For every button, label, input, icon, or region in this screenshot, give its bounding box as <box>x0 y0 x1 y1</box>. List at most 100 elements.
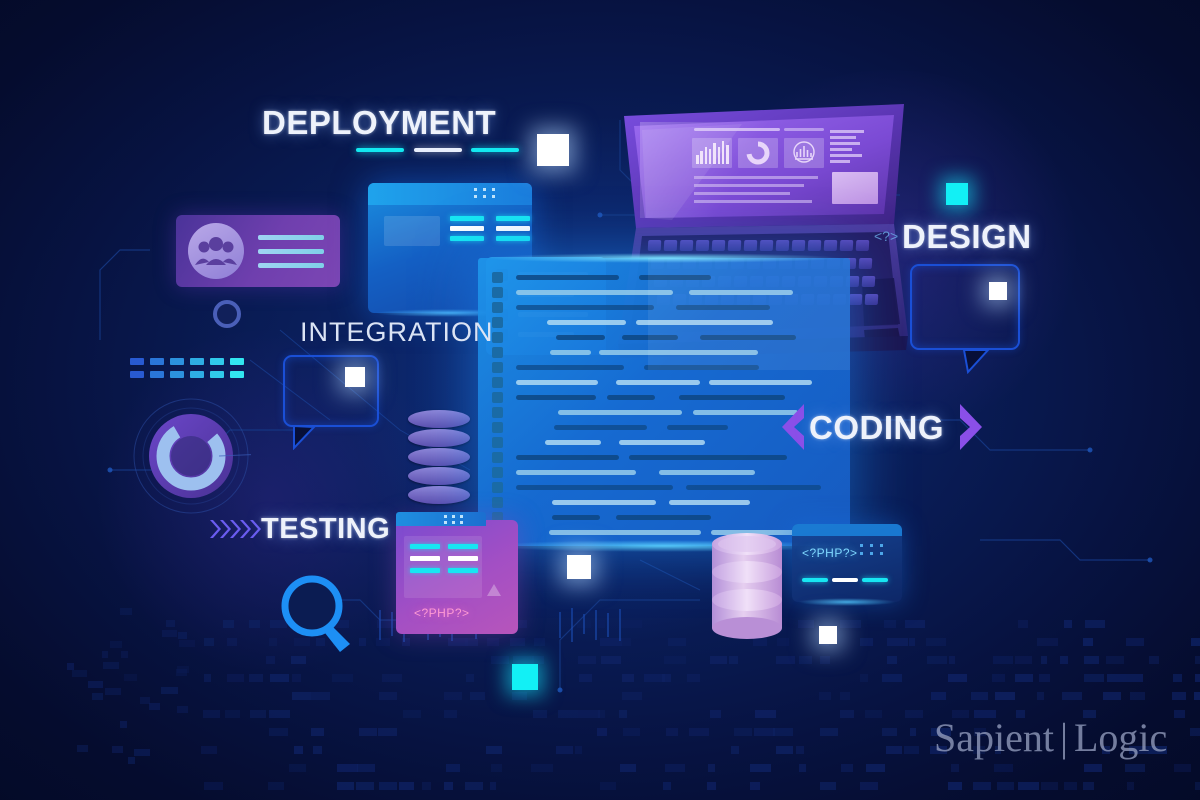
php-card-right[interactable]: <?PHP?> <box>792 524 902 606</box>
screen-body-line <box>694 192 790 195</box>
keyboard-key[interactable] <box>807 240 822 251</box>
php-card-left[interactable]: <?PHP?> <box>396 520 518 634</box>
browser-bar <box>450 216 484 221</box>
gutter-marker <box>492 392 503 403</box>
screen-code-line <box>830 154 862 157</box>
background-pixel <box>491 656 509 664</box>
background-pixel <box>382 674 402 682</box>
magnifying-glass-icon[interactable] <box>278 572 362 656</box>
screen-code-line <box>830 136 856 139</box>
chip-white-top <box>537 134 569 166</box>
background-pixel <box>1195 782 1200 790</box>
stacked-disc <box>408 448 470 466</box>
background-pixel <box>1064 782 1077 790</box>
background-pixel <box>1015 656 1032 664</box>
label-deployment: DEPLOYMENT <box>262 104 497 141</box>
background-pixel <box>444 692 462 700</box>
background-pixel <box>578 710 600 718</box>
code-line-segment <box>667 425 728 430</box>
code-line-segment <box>552 515 600 520</box>
background-pixel <box>731 746 739 754</box>
background-pixel <box>840 692 850 700</box>
testing-chevron-icon <box>230 520 241 538</box>
background-pixel <box>927 656 947 664</box>
background-pixel <box>1103 692 1121 700</box>
coding-chevron-left-icon <box>782 404 804 450</box>
php-card-left-triangle-icon <box>487 584 501 596</box>
background-pixel <box>376 638 390 646</box>
keyboard-key[interactable] <box>791 240 806 251</box>
browser-dot-grid-icon <box>474 188 495 198</box>
background-pixel <box>140 697 150 704</box>
background-pixel <box>773 728 793 736</box>
background-pixel <box>799 656 812 664</box>
background-pixel <box>620 764 636 772</box>
screen-code-line <box>830 148 852 151</box>
donut-chart-widget <box>738 138 778 168</box>
background-pixel <box>840 620 861 628</box>
code-line-segment <box>516 305 654 310</box>
keyboard-key[interactable] <box>861 276 876 287</box>
speech-bubble-left[interactable] <box>283 355 379 427</box>
background-pixel <box>1148 746 1167 754</box>
keyboard-key[interactable] <box>823 240 838 251</box>
keyboard-key[interactable] <box>679 240 694 251</box>
main-code-editor[interactable] <box>478 253 850 552</box>
background-pixel <box>750 782 760 790</box>
php-fragment-text: <?> <box>874 228 899 244</box>
keyboard-key[interactable] <box>695 240 710 251</box>
background-pixel <box>993 656 1013 664</box>
background-pixel <box>995 692 1015 700</box>
keyboard-key[interactable] <box>839 240 854 251</box>
keyboard-key[interactable] <box>848 294 863 305</box>
keyboard-key[interactable] <box>855 240 870 251</box>
background-pixel <box>575 746 582 754</box>
dash-mark <box>230 371 244 378</box>
code-line-segment <box>629 455 787 460</box>
background-pixel <box>819 692 831 700</box>
background-pixel <box>884 620 896 628</box>
code-line-segment <box>700 335 796 340</box>
pie-chart-widget <box>784 138 824 168</box>
background-pixel <box>776 746 793 754</box>
background-pixel <box>882 674 902 682</box>
keyboard-key[interactable] <box>711 240 726 251</box>
background-pixel <box>120 721 127 728</box>
speech-bubble-right-tail <box>962 349 991 374</box>
loading-progress-ring <box>131 396 267 516</box>
keyboard-key[interactable] <box>858 258 873 269</box>
background-pixel <box>379 782 397 790</box>
speech-bubble-right[interactable] <box>910 264 1020 350</box>
background-pixel <box>666 728 678 736</box>
background-pixel <box>446 764 460 772</box>
background-pixel <box>512 692 527 700</box>
php-left-bar <box>448 556 478 561</box>
keyboard-key[interactable] <box>727 240 742 251</box>
background-pixel <box>269 728 288 736</box>
code-line-segment <box>516 275 619 280</box>
keyboard-key[interactable] <box>663 240 678 251</box>
keyboard-key[interactable] <box>759 240 774 251</box>
dash-mark <box>210 371 224 378</box>
keyboard-key[interactable] <box>743 240 758 251</box>
background-pixel <box>777 638 789 646</box>
background-pixel <box>359 638 366 646</box>
keyboard-key[interactable] <box>775 240 790 251</box>
keyboard-key[interactable] <box>647 240 662 251</box>
brand-logo-divider: | <box>1059 715 1068 760</box>
background-pixel <box>176 669 187 676</box>
background-pixel <box>356 782 374 790</box>
team-members-card[interactable] <box>176 215 340 287</box>
keyboard-key[interactable] <box>864 294 879 305</box>
code-line-segment <box>516 290 673 295</box>
background-pixel <box>665 764 685 772</box>
screen-body-line <box>694 184 804 187</box>
php-right-bar <box>832 578 858 582</box>
stacked-disc <box>408 410 470 428</box>
background-pixel <box>926 638 946 646</box>
background-pixel <box>597 728 607 736</box>
background-pixel <box>1126 674 1143 682</box>
background-pixel <box>270 674 289 682</box>
code-line-segment <box>616 515 711 520</box>
bar-chart-bar <box>721 141 725 164</box>
